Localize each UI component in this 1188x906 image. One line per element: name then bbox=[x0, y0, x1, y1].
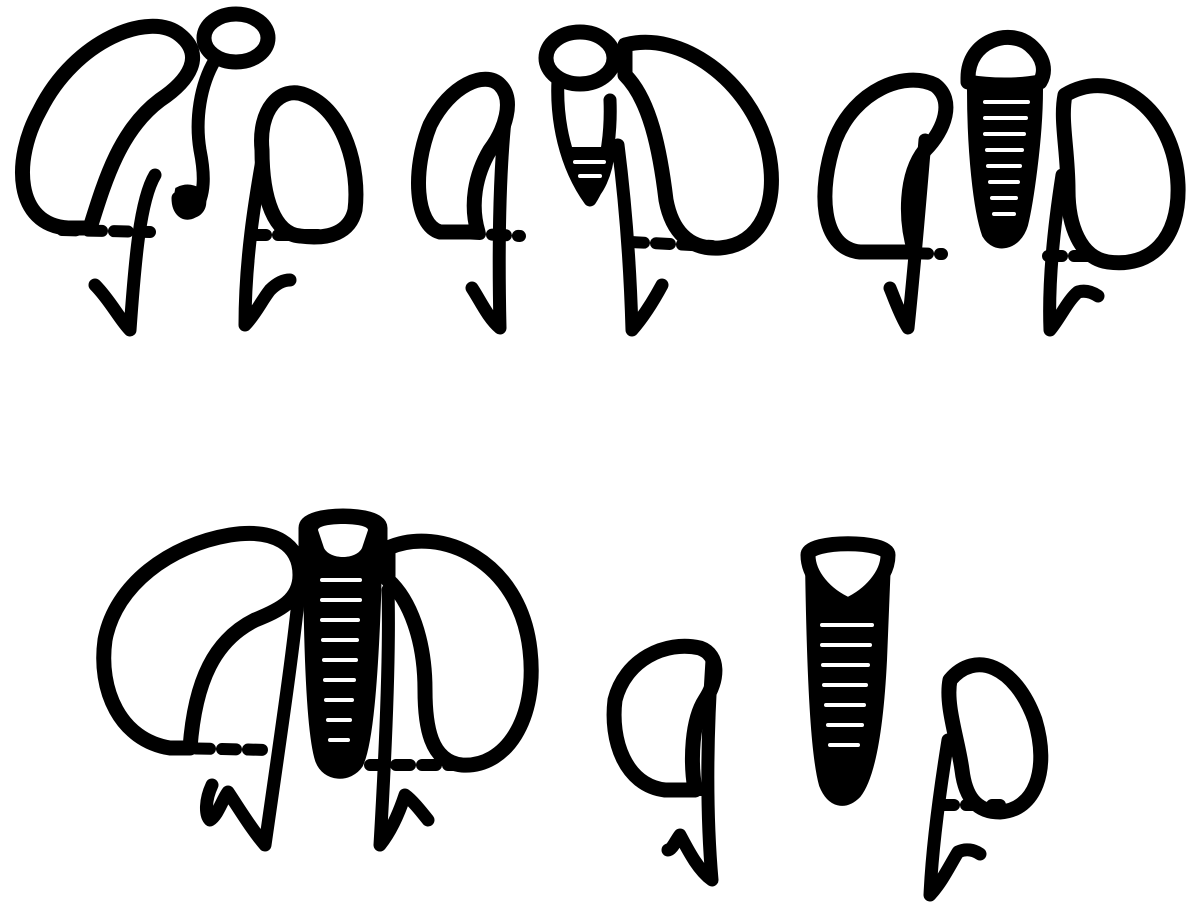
stage-5-tooth-body bbox=[808, 560, 888, 803]
stage-1-left-dash bbox=[62, 230, 150, 232]
stage-2-right-dash bbox=[630, 242, 712, 246]
stage-3-tooth-crown bbox=[968, 37, 1043, 85]
stage-2-right-lobe bbox=[625, 42, 771, 248]
stage-2-left-dash bbox=[440, 232, 520, 236]
stage-5-left-lobe bbox=[614, 646, 715, 790]
stage-4 bbox=[104, 516, 531, 845]
stage-4-right-lobe bbox=[388, 541, 531, 765]
stage-3-right-lobe bbox=[1063, 86, 1178, 263]
stage-4-left-lobe bbox=[104, 533, 300, 748]
stage-3 bbox=[825, 37, 1178, 330]
stage-2 bbox=[419, 32, 772, 330]
stage-4-left-dash bbox=[170, 748, 270, 750]
stage-1-stalk-solid bbox=[177, 188, 203, 215]
stage-3-left-dash bbox=[862, 252, 942, 254]
stage-5-right-lobe bbox=[949, 665, 1041, 812]
stage-1-left-lobe bbox=[22, 26, 192, 228]
stage-1-right-lobe bbox=[262, 93, 356, 237]
stage-1 bbox=[22, 14, 355, 330]
stage-5 bbox=[614, 544, 1041, 895]
